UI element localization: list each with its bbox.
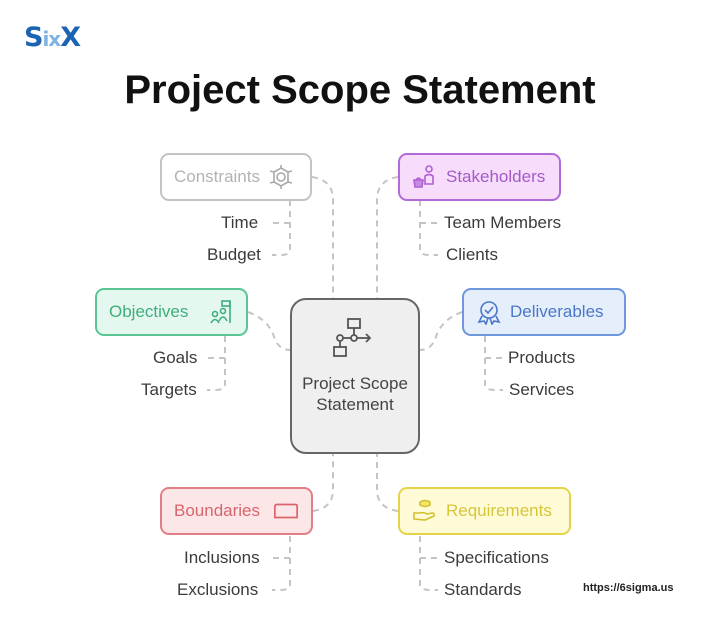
- deliverables-child-services: Services: [509, 380, 575, 399]
- boundaries-child-exclusions: Exclusions: [177, 580, 259, 599]
- node-boundaries: Boundaries: [160, 487, 313, 535]
- deliverables-child-products: Products: [508, 348, 576, 367]
- node-constraints: Constraints: [160, 153, 312, 201]
- central-node: Project Scope Statement: [290, 298, 420, 454]
- constraints-child-time: Time: [221, 213, 259, 232]
- stakeholders-child-clients: Clients: [446, 245, 498, 264]
- page-title: Project Scope Statement: [124, 68, 596, 112]
- workflow-icon: [332, 318, 378, 365]
- node-label: Objectives: [109, 302, 189, 321]
- objectives-child-goals: Goals: [153, 348, 198, 367]
- node-deliverables: Deliverables: [462, 288, 626, 336]
- logo-x: X: [60, 22, 81, 53]
- boundaries-child-inclusions: Inclusions: [184, 548, 260, 567]
- requirements-child-standards: Standards: [444, 580, 522, 599]
- sixsigma-logo: SixX: [24, 22, 81, 53]
- boundary-rect-icon: [273, 498, 299, 524]
- node-objectives: Objectives: [95, 288, 248, 336]
- award-badge-icon: [476, 299, 502, 325]
- objectives-child-targets: Targets: [141, 380, 197, 399]
- node-label: Stakeholders: [446, 167, 546, 186]
- node-requirements: Requirements: [398, 487, 571, 535]
- logo-ix: ix: [42, 27, 61, 51]
- node-label: Requirements: [446, 501, 552, 520]
- constraints-child-budget: Budget: [207, 245, 261, 264]
- requirements-child-specifications: Specifications: [444, 548, 549, 567]
- node-label: Constraints: [174, 167, 260, 186]
- node-stakeholders: Stakeholders: [398, 153, 561, 201]
- team-goal-icon: [208, 299, 234, 325]
- stakeholders-child-team-members: Team Members: [444, 213, 562, 232]
- central-node-label: Project Scope Statement: [302, 374, 408, 414]
- node-label: Deliverables: [510, 302, 604, 321]
- node-label: Boundaries: [174, 501, 261, 520]
- logo-s: S: [24, 22, 43, 53]
- stakeholder-icon: [412, 164, 438, 190]
- gear-icon: [268, 164, 294, 190]
- footer-url: https://6sigma.us: [583, 582, 674, 594]
- hand-requirements-icon: [412, 498, 438, 524]
